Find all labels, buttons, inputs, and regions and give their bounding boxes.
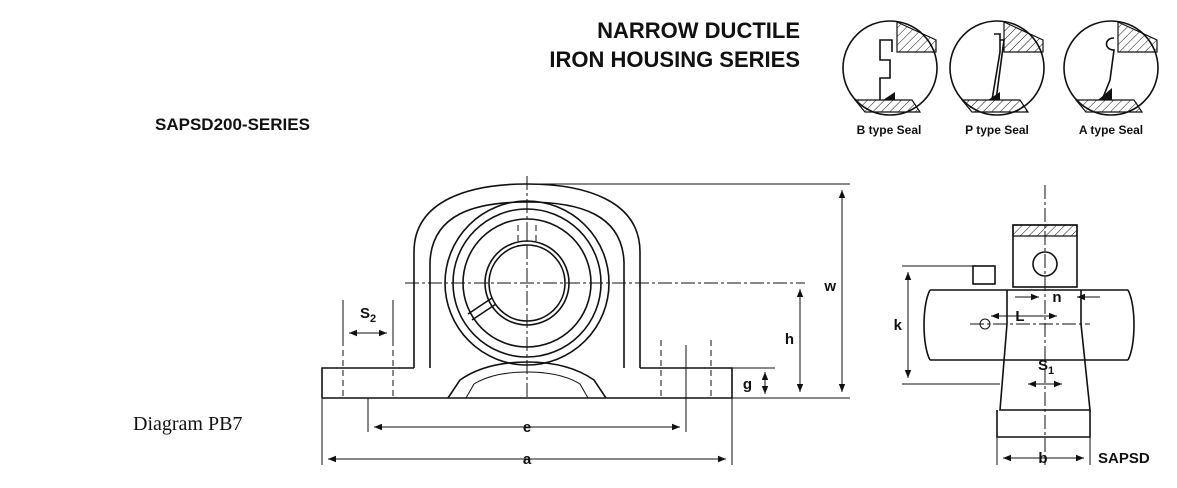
seal-a-detail [1063,20,1159,116]
title-line-1: NARROW DUCTILE [597,18,800,43]
seal-p-label: P type Seal [965,123,1029,137]
side-view-label: SAPSD [1098,450,1150,467]
dim-n: n [1052,289,1061,306]
front-view [321,176,850,465]
dim-b: b [1038,450,1047,467]
dim-k: k [894,317,903,334]
dim-g: g [743,376,752,393]
dim-e: e [523,419,531,436]
seal-a-label: A type Seal [1079,123,1143,137]
dim-h: h [785,331,794,348]
side-view [902,185,1135,465]
diagram-caption: Diagram PB7 [133,413,242,435]
series-label: SAPSD200-SERIES [155,115,310,134]
dim-w: w [823,278,836,295]
dim-a: a [523,451,532,468]
seal-p-detail [949,20,1045,116]
dim-L: L [1015,308,1024,325]
seal-b-detail [842,20,938,116]
dim-s1: S1 [1038,357,1054,377]
seal-b-label: B type Seal [857,123,922,137]
dim-s2: S2 [360,305,376,325]
title-line-2: IRON HOUSING SERIES [549,47,800,72]
